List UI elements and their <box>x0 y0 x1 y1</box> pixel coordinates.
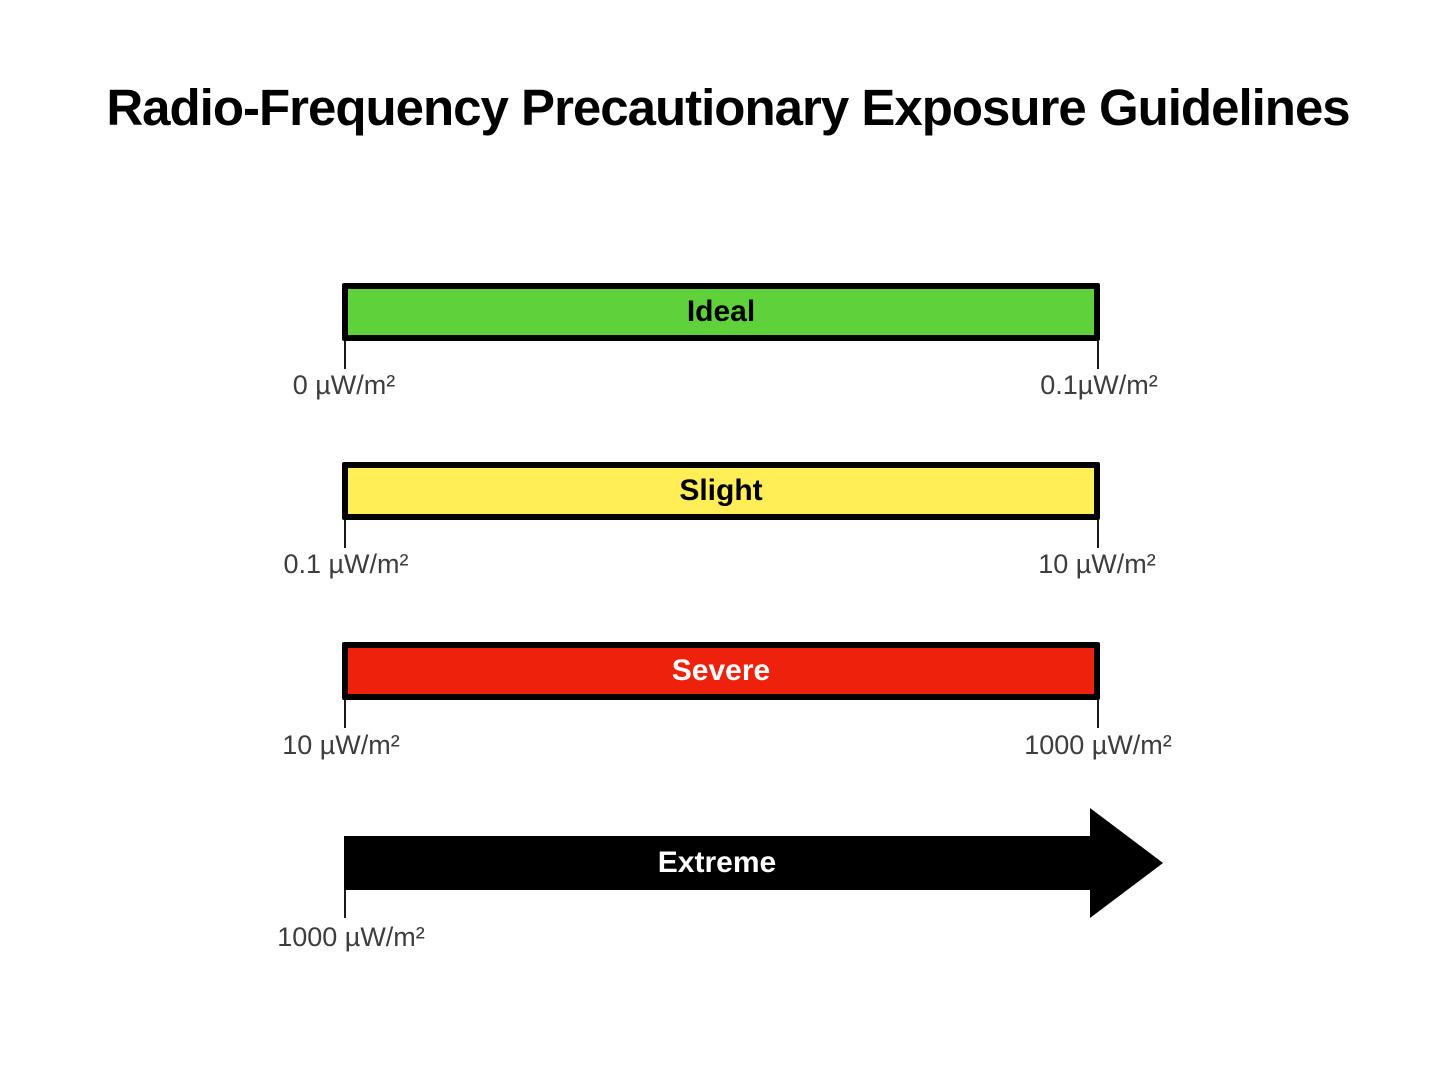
range-label-extreme-min: 1000 µW/m² <box>277 922 425 952</box>
band-label-slight: Slight <box>679 474 763 507</box>
tick-ideal-min <box>344 341 346 369</box>
band-label-extreme: Extreme <box>657 846 777 879</box>
band-label-ideal: Ideal <box>686 295 756 328</box>
band-bar-ideal: Ideal <box>342 283 1100 341</box>
band-label-severe: Severe <box>671 654 771 687</box>
tick-severe-min <box>344 700 346 728</box>
tick-extreme-min <box>344 890 346 918</box>
page-title: Radio-Frequency Precautionary Exposure G… <box>106 79 1350 136</box>
tick-severe-max <box>1097 700 1099 728</box>
range-label-severe-max: 1000 µW/m² <box>1024 730 1172 760</box>
arrow-head-icon <box>1090 808 1163 918</box>
range-label-ideal-max: 0.1µW/m² <box>1040 370 1158 400</box>
band-arrow-extreme: Extreme <box>344 836 1090 890</box>
range-label-severe-min: 10 µW/m² <box>282 730 400 760</box>
range-label-slight-min: 0.1 µW/m² <box>283 549 409 579</box>
tick-slight-max <box>1097 520 1099 548</box>
band-bar-slight: Slight <box>342 462 1100 520</box>
range-label-slight-max: 10 µW/m² <box>1038 549 1156 579</box>
tick-slight-min <box>344 520 346 548</box>
range-label-ideal-min: 0 µW/m² <box>292 370 396 400</box>
tick-ideal-max <box>1097 341 1099 369</box>
band-bar-severe: Severe <box>342 642 1100 700</box>
